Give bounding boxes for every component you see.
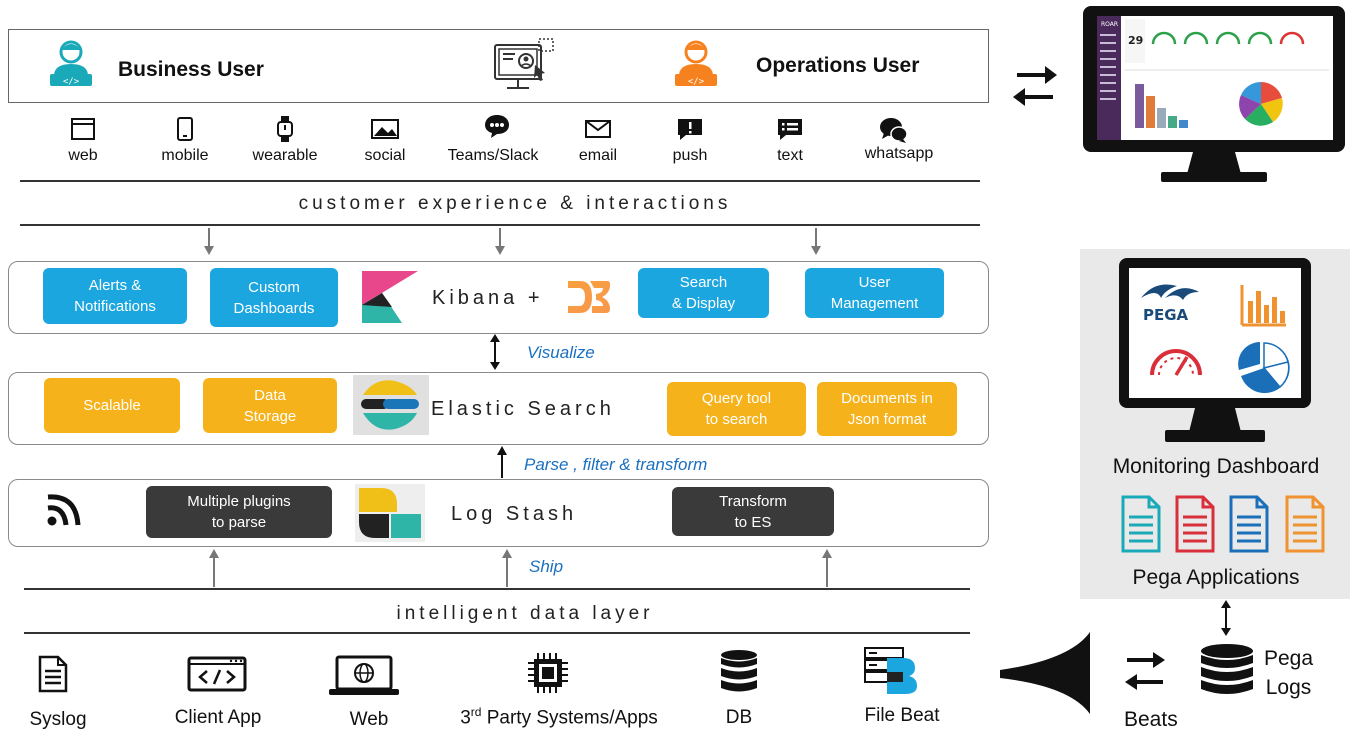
ship-label: Ship: [529, 557, 564, 576]
channel-teams-slack: Teams/Slack: [447, 147, 539, 164]
beats-label: Beats: [1124, 708, 1178, 731]
monitoring-dashboard-label: Monitoring Dashboard: [1112, 455, 1320, 478]
email-icon: [585, 120, 611, 138]
beats-sync-icon: [1125, 652, 1165, 690]
logstash-title: Log Stash: [451, 503, 578, 525]
chat-icon: [485, 115, 509, 138]
source-db: DB: [725, 707, 753, 728]
doc-icon-red: [1175, 495, 1215, 553]
pie-chart-icon: [1238, 342, 1290, 393]
whatsapp-icon: [880, 118, 908, 143]
pega-logs-link-arrow: [1221, 600, 1231, 636]
client-app-icon: [187, 656, 247, 692]
web-icon: [71, 118, 95, 140]
pega-logs-label: Pega Logs: [1264, 647, 1314, 699]
rss-feed-icon: [47, 494, 81, 526]
ship-arrows: [209, 549, 832, 587]
elasticsearch-logo: [353, 375, 429, 435]
social-icon: [371, 119, 399, 139]
intelligent-data-layer-label: intelligent data layer: [396, 603, 654, 624]
dashboard-monitor-icon: ROAR 29: [1083, 6, 1345, 182]
query-tool-pill: Query tool to search: [667, 382, 806, 436]
database-icon: [721, 650, 757, 692]
svg-text:</>: </>: [688, 77, 705, 87]
doc-icon-blue: [1229, 495, 1269, 553]
divider-top-2: [20, 224, 980, 226]
channel-email: email: [578, 147, 618, 164]
third-party-prefix: 3: [460, 707, 471, 729]
channel-mobile: mobile: [161, 147, 209, 164]
web-source-icon: [329, 655, 399, 695]
pega-applications-label: Pega Applications: [1132, 566, 1300, 589]
pega-logo: PEGA: [1141, 284, 1199, 324]
search-display-pill: Search & Display: [638, 268, 769, 318]
source-file-beat: File Beat: [864, 705, 940, 726]
data-storage-pill: Data Storage: [203, 378, 337, 433]
channel-web: web: [68, 147, 98, 164]
documents-json-pill: Documents in Json format: [817, 382, 957, 436]
mobile-icon: [177, 117, 193, 141]
admin-console-icon: [494, 38, 554, 89]
screen-kpi-value: 29: [1128, 34, 1143, 47]
channel-push: push: [672, 147, 708, 164]
pega-logs-db-icon: [1201, 644, 1253, 694]
custom-dashboards-pill: Custom Dashboards: [210, 268, 338, 327]
chip-icon: [528, 653, 568, 693]
parse-arrow: [497, 446, 507, 478]
doc-icon-teal: [1121, 495, 1161, 553]
bar-chart-icon: [1240, 285, 1286, 327]
channel-wearable: wearable: [252, 147, 318, 164]
kibana-logo: [362, 271, 418, 323]
alerts-notifications-pill: Alerts & Notifications: [43, 268, 187, 324]
visualize-label: Visualize: [527, 343, 595, 362]
parse-filter-transform-label: Parse , filter & transform: [524, 455, 708, 474]
syslog-icon: [38, 655, 68, 693]
third-party-rest: Party Systems/Apps: [481, 707, 658, 729]
sync-arrows-icon: [1013, 66, 1057, 106]
push-notification-icon: [678, 119, 702, 140]
business-user-icon: </>: [50, 40, 92, 87]
svg-text:ROAR: ROAR: [1101, 21, 1118, 28]
svg-text:</>: </>: [63, 77, 80, 87]
operations-user-label: Operations User: [756, 54, 920, 77]
visualize-arrow: [490, 334, 500, 370]
doc-icon-orange: [1285, 495, 1325, 553]
multiple-plugins-pill: Multiple plugins to parse: [146, 486, 332, 538]
channel-text: text: [777, 147, 803, 164]
source-client-app: Client App: [174, 707, 262, 728]
source-web: Web: [349, 709, 389, 730]
customer-experience-layer-label: customer experience & interactions: [298, 193, 732, 214]
channel-social: social: [364, 147, 406, 164]
wearable-icon: [277, 116, 293, 142]
pega-logo-text: PEGA: [1143, 306, 1189, 324]
scalable-pill: Scalable: [44, 378, 180, 433]
d3-logo: [568, 281, 610, 313]
divider-top-1: [20, 180, 980, 182]
logstash-logo: [355, 484, 425, 542]
divider-bottom-1: [24, 588, 970, 590]
channel-whatsapp: whatsapp: [864, 145, 934, 162]
text-message-icon: [778, 119, 802, 140]
user-management-pill: User Management: [805, 268, 944, 318]
filebeat-icon: [864, 647, 917, 694]
third-party-ordinal: rd: [470, 705, 482, 719]
divider-bottom-2: [24, 632, 970, 634]
kibana-title: Kibana +: [432, 287, 544, 309]
business-user-label: Business User: [118, 58, 264, 81]
down-arrows: [204, 228, 821, 255]
transform-to-es-pill: Transform to ES: [672, 487, 834, 536]
elastic-search-title: Elastic Search: [431, 398, 615, 420]
operations-user-icon: </>: [675, 40, 717, 87]
gauge-icon: [1150, 349, 1202, 376]
funnel-arrow: [1000, 632, 1090, 714]
source-syslog: Syslog: [29, 709, 87, 730]
source-third-party: 3rd Party Systems/Apps: [444, 705, 674, 729]
